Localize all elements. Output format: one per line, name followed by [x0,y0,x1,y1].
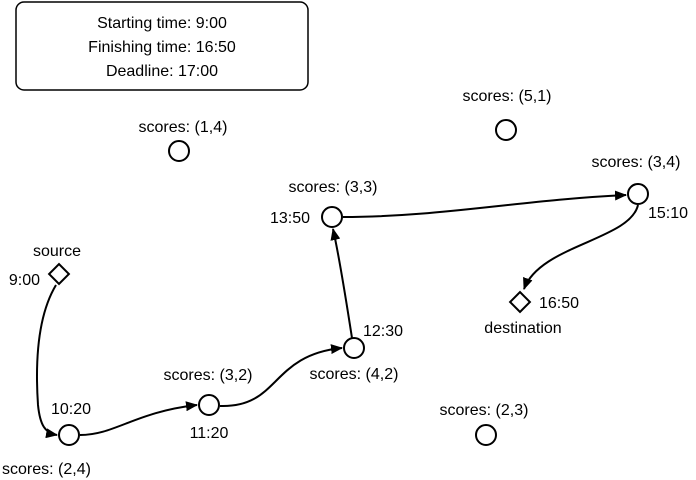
node-24-group: 10:20 scores: (2,4) [2,401,91,478]
info-box: Starting time: 9:00 Finishing time: 16:5… [15,1,309,91]
destination-time: 16:50 [539,295,579,312]
node-23-scores: scores: (2,3) [440,402,529,419]
node-14-scores: scores: (1,4) [139,119,228,136]
node-23-group: scores: (2,3) [440,402,529,446]
source-node-group: source 9:00 [9,243,81,289]
node-42-time: 12:30 [363,323,403,340]
node-14-group: scores: (1,4) [139,119,228,162]
node-51-circle [495,119,517,141]
source-label: source [33,243,81,260]
node-32-circle [198,394,220,416]
node-33-circle [321,206,343,228]
node-33-group: scores: (3,3) 13:50 [270,179,378,228]
edge-42-to-33 [330,228,353,339]
node-34-group: scores: (3,4) 15:10 [592,154,689,222]
deadline-label: Deadline: 17:00 [106,63,218,80]
finishing-time-label: Finishing time: 16:50 [88,39,236,56]
node-42-group: 12:30 scores: (4,2) [310,323,404,383]
edge-24-to-32 [79,401,198,436]
node-33-time: 13:50 [270,210,310,227]
node-32-time: 11:20 [190,425,229,442]
route-edges [36,190,639,439]
source-time: 9:00 [9,272,40,289]
node-24-scores: scores: (2,4) [2,461,91,478]
edge-34-to-destination [523,204,639,290]
node-32-scores: scores: (3,2) [164,367,253,384]
node-24-time: 10:20 [51,401,91,418]
destination-label: destination [484,320,561,337]
node-51-scores: scores: (5,1) [463,88,552,105]
node-32-group: scores: (3,2) 11:20 [164,367,253,442]
node-42-circle [343,337,365,359]
node-34-time: 15:10 [648,205,688,222]
edge-source-to-24 [36,284,58,439]
destination-node-group: 16:50 destination [484,290,579,337]
node-34-circle [627,183,649,205]
source-diamond [47,262,71,286]
node-23-circle [475,424,497,446]
info-box-frame [15,1,309,91]
node-33-scores: scores: (3,3) [289,179,378,196]
starting-time-label: Starting time: 9:00 [97,15,227,32]
node-24-circle [58,424,80,446]
edge-32-to-42 [219,344,343,408]
node-34-scores: scores: (3,4) [592,154,681,171]
node-51-group: scores: (5,1) [463,88,552,141]
edge-33-to-34 [342,190,627,218]
node-14-circle [168,140,190,162]
destination-diamond [508,290,532,314]
node-42-scores: scores: (4,2) [310,366,399,383]
